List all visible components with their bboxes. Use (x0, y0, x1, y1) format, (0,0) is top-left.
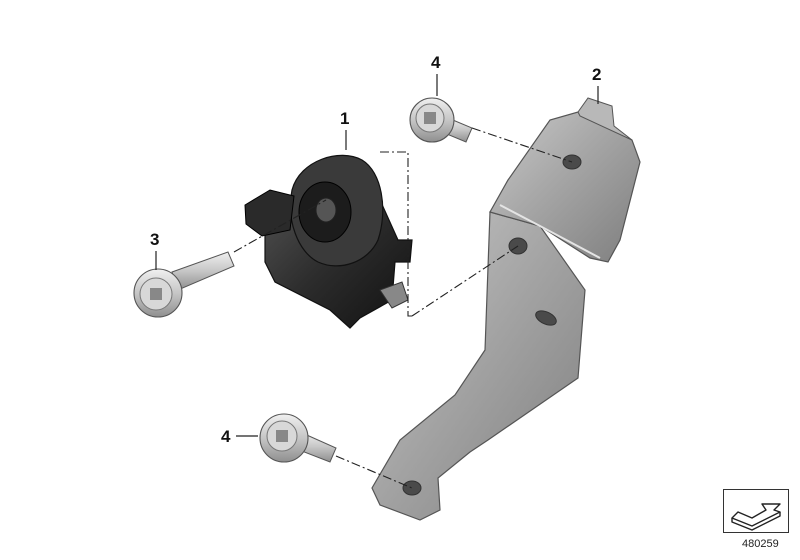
callout-label-2: 2 (592, 65, 601, 84)
bolt-part-4-bottom (259, 413, 337, 463)
assembly-lines (233, 127, 573, 489)
callout-part-1: 1 (340, 109, 349, 150)
return-arrow-icon[interactable] (723, 489, 789, 533)
callout-label-1: 1 (340, 109, 349, 128)
callout-label-4-bottom: 4 (221, 427, 231, 446)
bolt-part-4-top (409, 97, 473, 143)
callout-label-4-top: 4 (431, 53, 441, 72)
sensor-part (244, 154, 413, 329)
callout-label-3: 3 (150, 230, 159, 249)
bolt-part-3 (133, 251, 235, 318)
callout-part-3: 3 (150, 230, 159, 270)
callout-part-4-top: 4 (431, 53, 441, 96)
callout-part-4-bottom: 4 (221, 427, 258, 446)
diagram-number: 480259 (742, 538, 779, 550)
return-arrow-glyph (731, 503, 781, 531)
callout-part-2: 2 (592, 65, 601, 104)
bracket-part (371, 97, 641, 521)
